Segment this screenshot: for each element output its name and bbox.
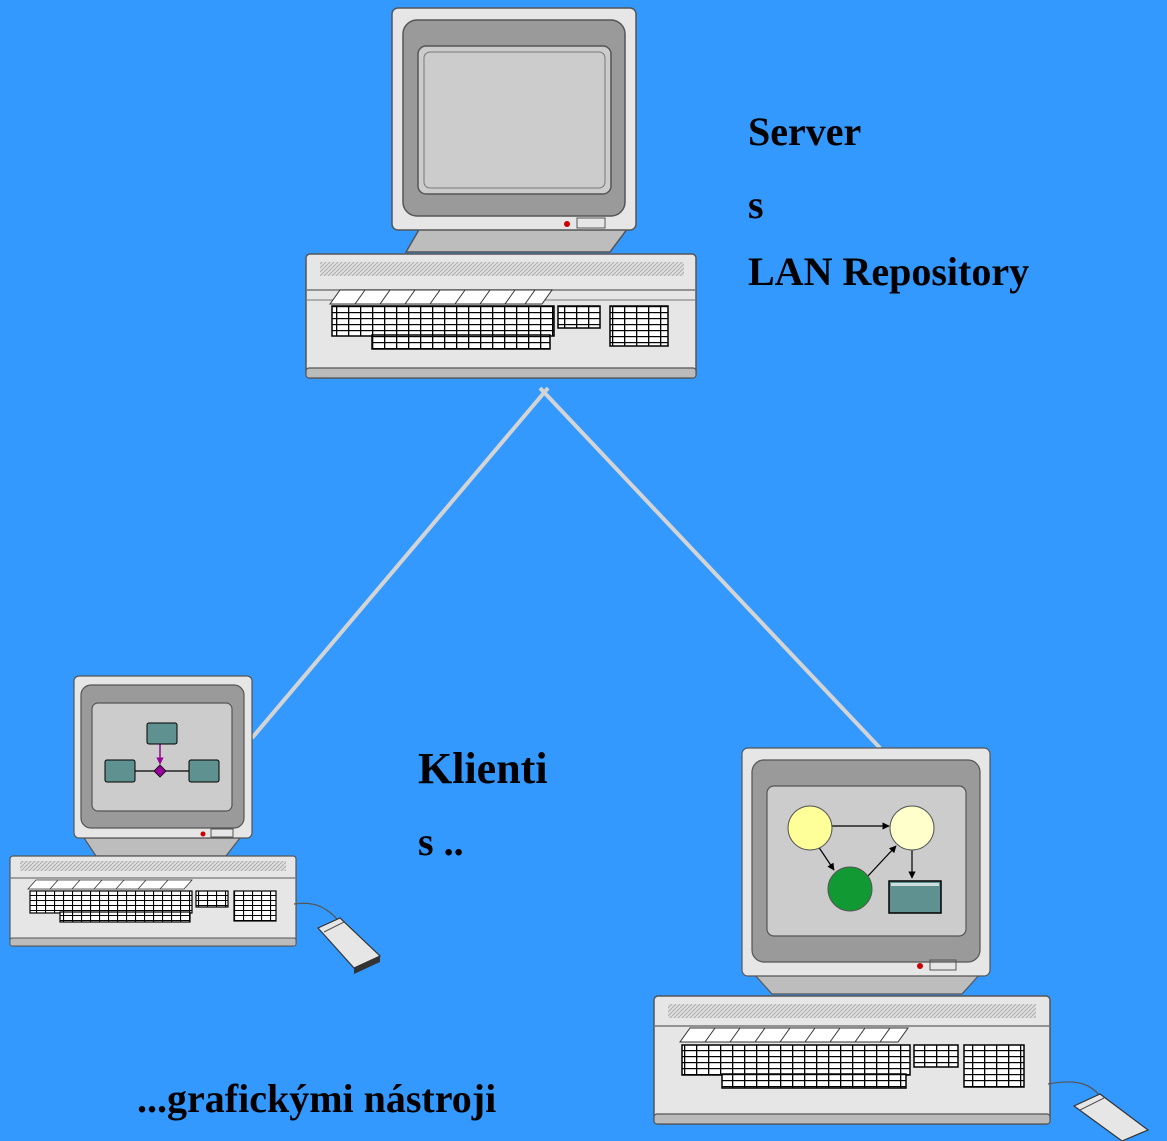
- clients-connector-text: s ..: [418, 819, 464, 864]
- server-title: Server: [748, 109, 862, 154]
- clients-title: Klienti: [418, 744, 548, 793]
- mouse-right-icon: [1047, 1081, 1150, 1141]
- network-link-right: [538, 386, 882, 750]
- server-computer-icon: [305, 7, 697, 379]
- server-connector-text: s: [748, 182, 764, 227]
- flow-diagram-screen-content: [787, 805, 942, 914]
- mouse-left-icon: [293, 902, 382, 974]
- client-computer-left-icon: [9, 675, 297, 947]
- client-computer-right-icon: [653, 747, 1051, 1125]
- server-subtitle: LAN Repository: [748, 249, 1030, 294]
- footer-caption: ...grafickými nástroji: [137, 1076, 497, 1121]
- network-link-left: [250, 386, 550, 740]
- class-diagram-screen-content: [104, 722, 220, 783]
